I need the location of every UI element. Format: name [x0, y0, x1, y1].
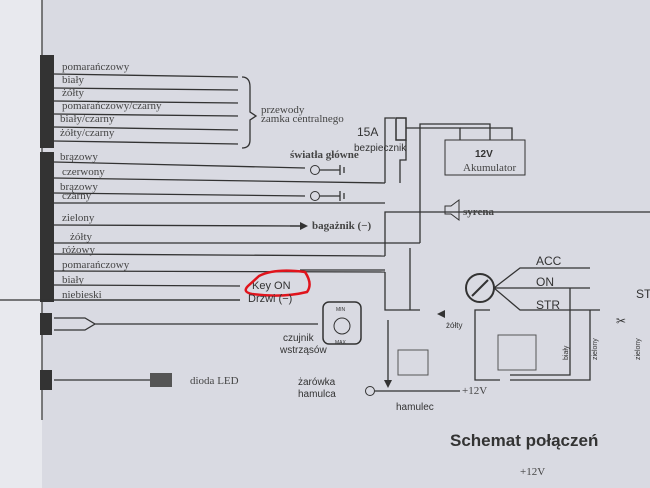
wire-label: różowy — [62, 244, 95, 256]
siren-icon — [444, 199, 460, 221]
bottom-12v: +12V — [520, 466, 545, 478]
brake-label: hamulec — [396, 402, 434, 413]
sensor-label: czujnik — [283, 333, 315, 344]
connector-top — [40, 55, 54, 148]
connector-bottom — [40, 152, 54, 302]
fuse-rating: 15A — [357, 125, 378, 139]
sensor-label: wstrząsów — [279, 345, 327, 356]
wire-label: pomarańczowy/czarny — [62, 100, 162, 112]
wire-label: zielony — [62, 212, 95, 224]
relay-icon — [497, 334, 537, 371]
doors-label: Drzwi (−) — [248, 293, 292, 305]
wire-label: brązowy — [60, 151, 98, 163]
connector-led — [40, 370, 52, 390]
wire-label: czarny — [62, 190, 92, 202]
central-lock-wires — [53, 73, 258, 149]
central-lock-label: zamka centralnego — [261, 113, 344, 125]
lamp-icon — [310, 165, 320, 175]
battery-label: Akumulator — [463, 162, 516, 174]
bottom-wires — [0, 117, 650, 311]
brake-bulb-label: żarówka — [298, 377, 336, 388]
wire-label: niebieski — [62, 289, 102, 301]
fuse-icon — [395, 117, 407, 141]
headlights-label: światła główne — [290, 149, 359, 161]
white-label: biały — [563, 345, 570, 360]
plus12-label: +12V — [462, 385, 487, 397]
wire-label: żółty — [70, 231, 92, 243]
on-label: ON — [536, 275, 554, 289]
acc-label: ACC — [536, 254, 562, 268]
central-lock-label: przewody — [261, 104, 305, 116]
shock-sensor-icon — [322, 301, 362, 345]
green-label: zielony — [635, 338, 642, 360]
wire-label: żółty/czarny — [60, 127, 115, 139]
yellow-label: żółty — [446, 321, 462, 330]
diagram-title: Schemat połączeń — [450, 431, 598, 450]
siren-label: syrena — [463, 206, 494, 218]
str-label: STR — [536, 298, 560, 312]
green-label: zielony — [592, 338, 599, 360]
wire-label: pomarańczowy — [62, 259, 130, 271]
sensor-knob — [333, 317, 351, 335]
led-label: dioda LED — [190, 375, 239, 387]
sensor-max: MAX — [335, 340, 347, 346]
lamp-icon — [310, 191, 320, 201]
wire-label: biały — [62, 74, 84, 86]
wire-label: brązowy — [60, 181, 98, 193]
trunk-label: bagażnik (−) — [312, 220, 371, 232]
connector-sensor — [40, 313, 52, 335]
wire-label: czerwony — [62, 166, 105, 178]
st-label: ST — [636, 287, 650, 301]
ground-icon — [320, 165, 345, 201]
battery-voltage: 12V — [475, 149, 493, 160]
alarm-unit-body — [0, 0, 42, 488]
wire-label: biały/czarny — [60, 113, 115, 125]
fuse-label: bezpiecznik — [354, 143, 407, 154]
brake-bulb-label: hamulca — [298, 389, 336, 400]
wire-label: pomarańczowy — [62, 61, 130, 73]
brake-pedal-icon — [397, 349, 429, 376]
scissors-icon: ✂ — [616, 314, 626, 328]
sensor-min: MIN — [336, 307, 346, 313]
highlight-circle — [244, 269, 311, 297]
key-on-label: Key ON — [252, 280, 291, 292]
led-icon — [150, 373, 172, 387]
lamp-icon — [365, 386, 375, 396]
wire-label: biały — [62, 274, 84, 286]
battery-icon — [444, 139, 526, 176]
wire-label: żółty — [62, 87, 84, 99]
